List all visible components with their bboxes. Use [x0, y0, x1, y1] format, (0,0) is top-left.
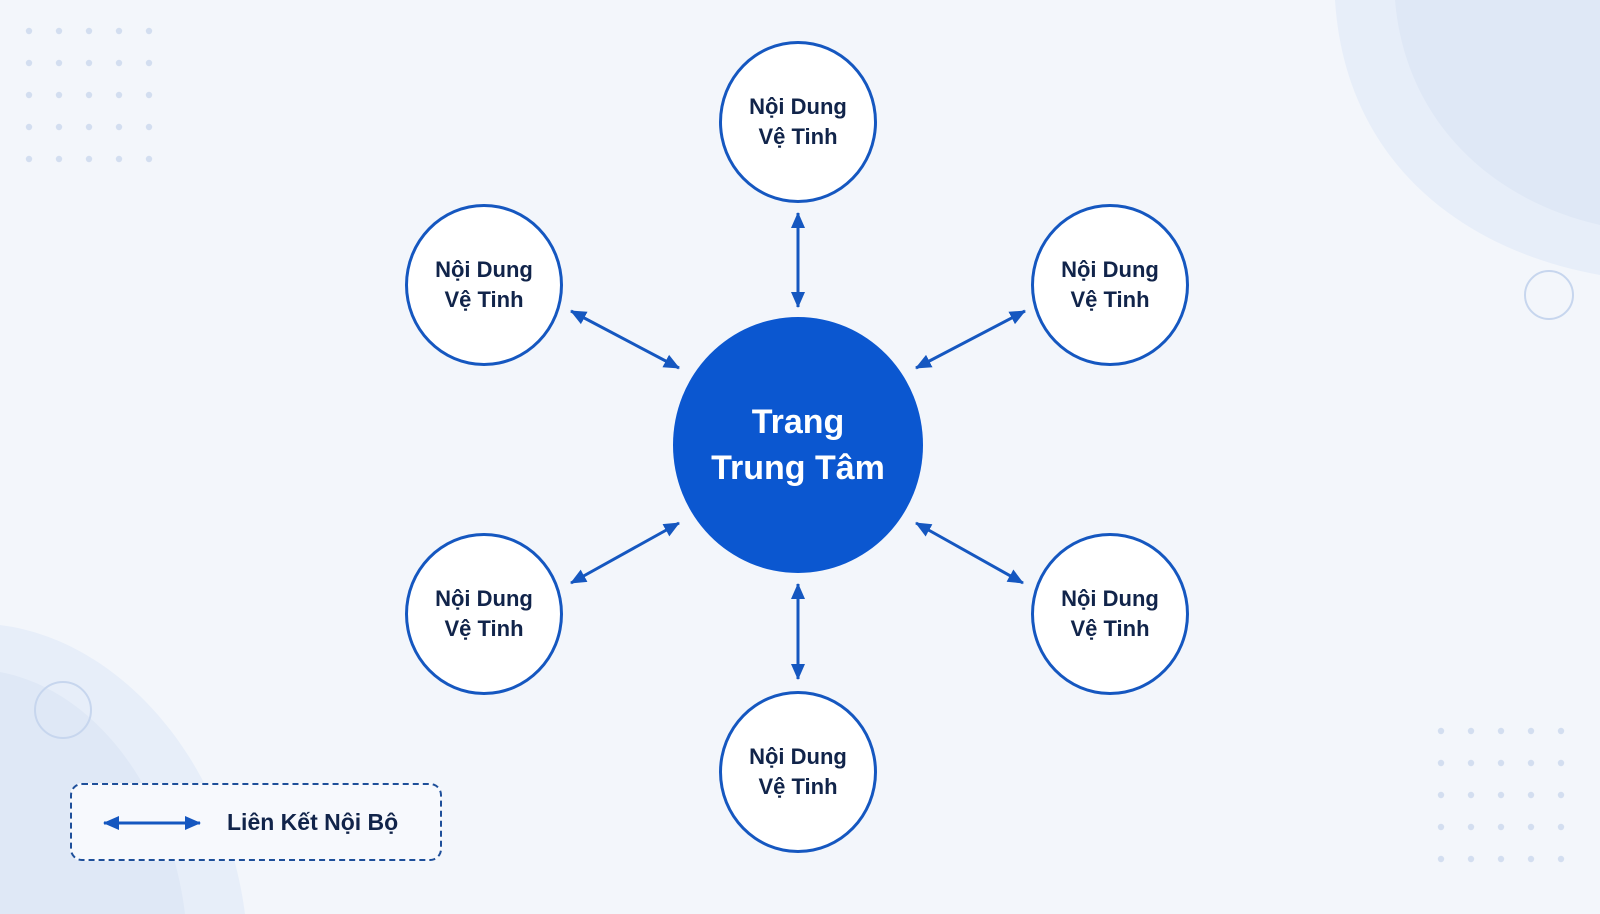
- bg-dot: [145, 91, 153, 99]
- bg-dot: [85, 91, 93, 99]
- bg-dot: [1437, 823, 1445, 831]
- connector-lower-left: [570, 521, 680, 585]
- satellite-node-top: Nội Dung Vệ Tinh: [719, 41, 877, 203]
- bg-dot: [1557, 727, 1565, 735]
- bg-dot: [1467, 759, 1475, 767]
- bg-dot: [145, 27, 153, 35]
- bg-dot: [1437, 727, 1445, 735]
- bg-dot: [25, 27, 33, 35]
- connector-upper-right: [915, 309, 1026, 370]
- satellite-node-lower-right: Nội Dung Vệ Tinh: [1031, 533, 1189, 695]
- bg-dot: [115, 27, 123, 35]
- bg-dot: [25, 91, 33, 99]
- satellite-node-upper-left: Nội Dung Vệ Tinh: [405, 204, 563, 366]
- bg-dot: [145, 59, 153, 67]
- bg-dot: [115, 123, 123, 131]
- bg-dot: [55, 27, 63, 35]
- satellite-label: Nội Dung Vệ Tinh: [435, 257, 533, 312]
- bg-dot: [1557, 791, 1565, 799]
- bg-ring-left: [34, 681, 92, 739]
- bg-dot: [1497, 855, 1505, 863]
- satellite-label: Nội Dung Vệ Tinh: [749, 94, 847, 149]
- bg-dot: [55, 59, 63, 67]
- bg-dot: [1527, 823, 1535, 831]
- bg-dot: [1497, 791, 1505, 799]
- bg-dot: [1467, 791, 1475, 799]
- bg-dot: [85, 123, 93, 131]
- bg-dot: [1527, 855, 1535, 863]
- bg-dot-grid-bottom-right: [1437, 727, 1565, 863]
- bg-dot: [145, 123, 153, 131]
- bg-dot: [1437, 791, 1445, 799]
- legend-box: Liên Kết Nội Bộ: [70, 783, 442, 861]
- satellite-label: Nội Dung Vệ Tinh: [1061, 257, 1159, 312]
- satellite-label: Nội Dung Vệ Tinh: [1061, 586, 1159, 641]
- bg-dot: [85, 155, 93, 163]
- bg-dot: [1527, 791, 1535, 799]
- legend-label: Liên Kết Nội Bộ: [227, 809, 399, 835]
- satellite-label: Nội Dung Vệ Tinh: [749, 744, 847, 799]
- connector-lower-right: [915, 521, 1024, 585]
- bg-dot: [1557, 855, 1565, 863]
- bg-dot: [145, 155, 153, 163]
- satellite-node-upper-right: Nội Dung Vệ Tinh: [1031, 204, 1189, 366]
- connector-upper-left: [570, 309, 680, 370]
- bg-dot-grid-top-left: [25, 27, 153, 163]
- bg-blob-top-right-inner: [1395, 0, 1600, 225]
- bg-dot: [55, 155, 63, 163]
- satellite-label: Nội Dung Vệ Tinh: [435, 586, 533, 641]
- bg-dot: [1467, 855, 1475, 863]
- satellite-node-lower-left: Nội Dung Vệ Tinh: [405, 533, 563, 695]
- bg-dot: [1467, 823, 1475, 831]
- bg-dot: [1557, 759, 1565, 767]
- bg-dot: [1497, 823, 1505, 831]
- bg-dot: [115, 91, 123, 99]
- bg-dot: [25, 59, 33, 67]
- bg-dot: [115, 59, 123, 67]
- bg-dot: [1437, 855, 1445, 863]
- bg-dot: [55, 123, 63, 131]
- bg-dot: [1497, 727, 1505, 735]
- bg-dot: [1557, 823, 1565, 831]
- bg-dot: [1437, 759, 1445, 767]
- bg-dot: [25, 155, 33, 163]
- bg-dot: [115, 155, 123, 163]
- hub-node: Trang Trung Tâm: [673, 317, 923, 573]
- bg-dot: [1497, 759, 1505, 767]
- double-arrow-icon: [103, 816, 201, 830]
- satellite-node-bottom: Nội Dung Vệ Tinh: [719, 691, 877, 853]
- bg-dot: [1527, 759, 1535, 767]
- bg-dot: [1527, 727, 1535, 735]
- bg-dot: [55, 91, 63, 99]
- hub-label: Trang Trung Tâm: [711, 403, 885, 487]
- bg-dot: [85, 59, 93, 67]
- bg-dot: [85, 27, 93, 35]
- bg-dot: [25, 123, 33, 131]
- bg-dot: [1467, 727, 1475, 735]
- bg-ring-right: [1524, 270, 1574, 320]
